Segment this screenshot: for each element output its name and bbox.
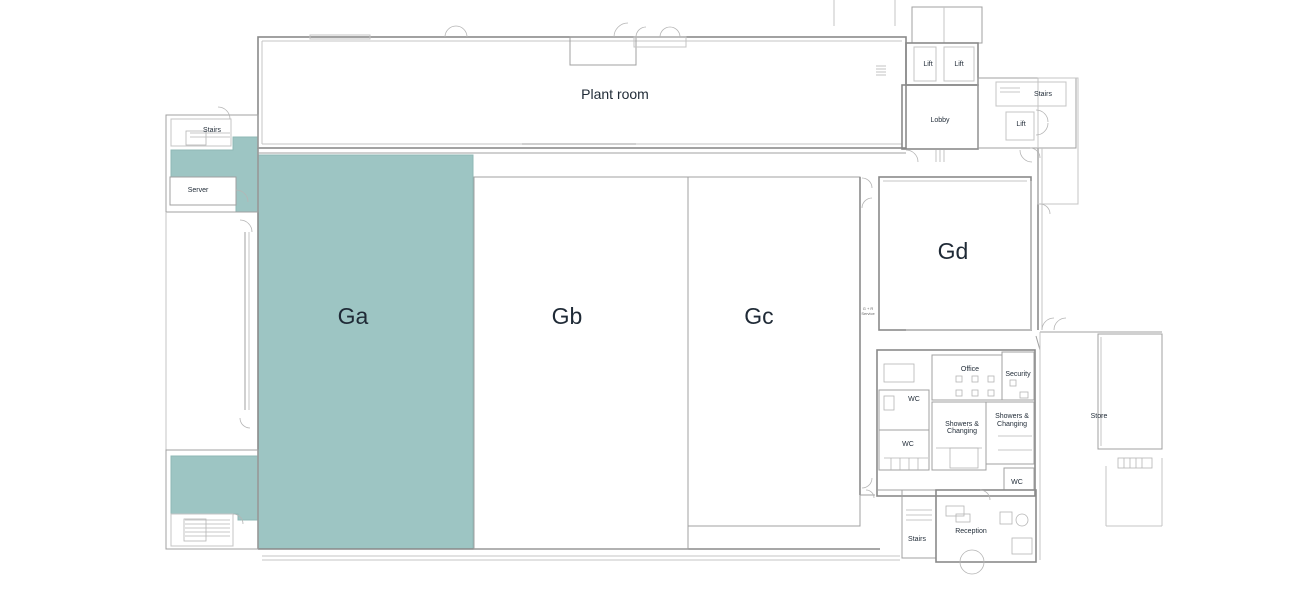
wc-2-label: WC xyxy=(902,441,914,448)
ancillary-block xyxy=(865,349,1037,575)
unit-gd-label[interactable]: Gd xyxy=(938,238,969,264)
lift-c-label: Lift xyxy=(1016,121,1025,128)
stairs-nw-label: Stairs xyxy=(203,127,221,134)
unit-ga-label[interactable]: Ga xyxy=(338,303,369,329)
west-annex xyxy=(165,106,259,550)
lift-b-label: Lift xyxy=(954,61,963,68)
security-label: Security xyxy=(1005,371,1031,378)
unit-ga-highlight[interactable] xyxy=(170,136,474,550)
showers-2-line2: Changing xyxy=(997,421,1027,428)
store xyxy=(1039,317,1163,560)
svg-text:G + R: G + R xyxy=(863,306,874,311)
plant-room-label: Plant room xyxy=(581,86,649,102)
wc-3-label: WC xyxy=(1011,479,1023,486)
wc-1-label: WC xyxy=(908,396,920,403)
stairs-s-label: Stairs xyxy=(908,536,926,543)
plant-room xyxy=(257,22,907,149)
lobby-label: Lobby xyxy=(930,117,950,124)
store-label: Store xyxy=(1091,413,1108,420)
svg-text:Service: Service xyxy=(861,311,875,316)
office-label: Office xyxy=(961,366,979,373)
stairs-ne-label: Stairs xyxy=(1034,91,1052,98)
showers-1-line2: Changing xyxy=(947,428,977,435)
core-north-east xyxy=(833,0,1079,351)
server-label: Server xyxy=(188,187,209,194)
showers-2-line1: Showers & xyxy=(995,413,1029,420)
showers-1-line1: Showers & xyxy=(945,421,979,428)
unit-gb-label[interactable]: Gb xyxy=(552,303,583,329)
reception-label: Reception xyxy=(955,528,987,535)
unit-gc-label[interactable]: Gc xyxy=(744,303,773,329)
lift-a-label: Lift xyxy=(923,61,932,68)
